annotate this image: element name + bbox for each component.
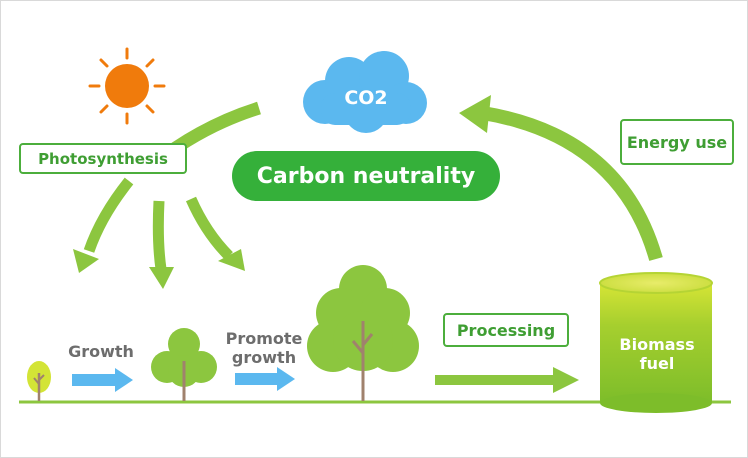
energy-use-label: Energy use [626,132,728,152]
promote-growth-line2: growth [231,348,297,367]
photosynthesis-arrows [73,177,245,289]
sun-icon [88,47,166,125]
photosynthesis-label: Photosynthesis [38,149,168,168]
energy-use-box: Energy use [620,119,734,165]
processing-label: Processing [456,320,556,340]
medium-tree-icon [151,328,217,401]
co2-cloud-icon [303,51,427,133]
co2-label: CO2 [344,87,388,109]
growth-label: Growth [68,342,134,361]
biomass-line2: fuel [639,354,675,373]
processing-box: Processing [443,313,569,347]
photosynthesis-box: Photosynthesis [19,143,187,174]
biomass-line1: Biomass [619,335,695,354]
growth-arrow [72,368,133,392]
large-tree-icon [307,265,419,401]
processing-arrow [435,367,579,393]
promote-growth-arrow [235,367,295,391]
carbon-neutrality-badge: Carbon neutrality [232,151,500,201]
biomass-cylinder-icon [599,272,713,413]
promote-growth-line1: Promote [225,329,303,348]
sapling-icon [27,361,51,401]
carbon-neutrality-label: Carbon neutrality [256,163,476,189]
promote-growth-label: Promote growth [221,329,307,367]
energy-use-arrowhead [459,95,491,133]
energy-use-arrow [481,106,663,261]
biomass-fuel-label: Biomass fuel [607,335,707,373]
